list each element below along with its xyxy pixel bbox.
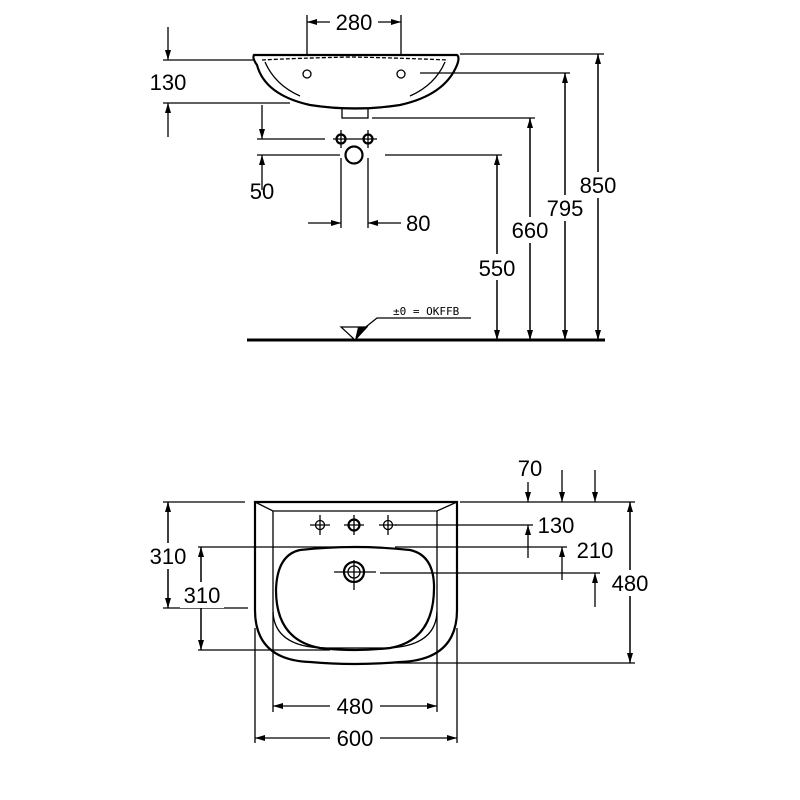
- tap-hole-right: [379, 515, 397, 535]
- dim-rim-top-height: 850: [580, 173, 617, 198]
- dim-drain-height: 550: [479, 256, 516, 281]
- dim-trap-height: 660: [512, 218, 549, 243]
- dim-outer-depth: 310: [150, 544, 187, 569]
- drain-pipe: [344, 145, 364, 165]
- bowl-outline: [274, 545, 436, 652]
- dim-overall-width: 600: [337, 726, 374, 751]
- dim-tap-row: 130: [538, 513, 575, 538]
- basin-outer-outline: [253, 500, 459, 666]
- plan-view: 310 310 70 130 210 480 480: [146, 456, 653, 751]
- dim-bowl-edge: 210: [577, 538, 614, 563]
- dim-supply-spacing: 80: [406, 211, 430, 236]
- dim-overall-depth: 480: [612, 571, 649, 596]
- side-elevation-view: 280 130 50 80 550: [150, 10, 621, 342]
- tap-hole-left: [302, 69, 312, 79]
- drain-trap: [341, 107, 369, 119]
- dim-bowl-depth: 310: [184, 583, 221, 608]
- floor-reference-label: ±0 = OKFFB: [393, 305, 460, 318]
- tap-hole-center: [344, 515, 364, 535]
- tap-hole-right: [396, 69, 406, 79]
- basin-side-outline: [252, 53, 460, 110]
- dim-rim-height: 130: [150, 70, 187, 95]
- dim-tap-height: 795: [547, 196, 584, 221]
- tap-hole-left: [310, 515, 330, 535]
- dim-bowl-width: 480: [337, 694, 374, 719]
- drain-outlet: [334, 560, 376, 590]
- dim-tap-offset: 70: [518, 456, 542, 481]
- dim-tap-spacing: 280: [336, 10, 373, 35]
- dim-supply-offset: 50: [250, 179, 274, 204]
